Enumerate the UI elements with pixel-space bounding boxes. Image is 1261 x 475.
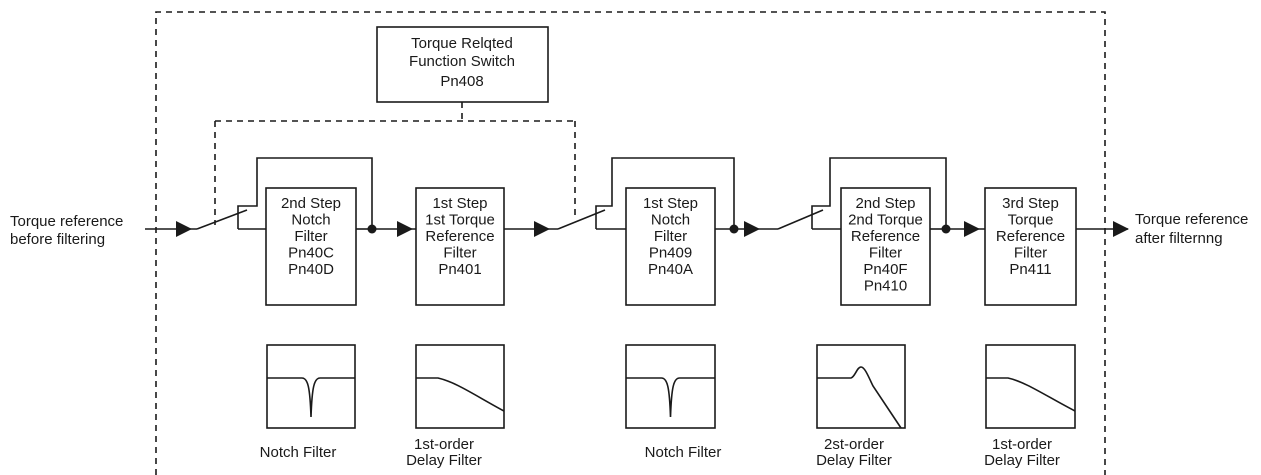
- caption-4-line-1: 2st-order: [824, 436, 884, 453]
- input-label-line-2: before filtering: [10, 231, 105, 248]
- filter-box-1: [265, 187, 357, 306]
- function-switch-line-1: Torque Relqted: [411, 35, 513, 52]
- junction-dot-3: [941, 224, 951, 234]
- response-plots: [266, 344, 1076, 429]
- filter-box-3-line-5: Pn40A: [648, 261, 693, 278]
- filter-box-5-line-5: Pn411: [1009, 261, 1051, 278]
- filter-box-1-line-2: Notch: [291, 212, 330, 229]
- filter-box-2-line-3: Reference: [425, 228, 494, 245]
- caption-5-line-1: 1st-order: [992, 436, 1052, 453]
- caption-2-line-2: Delay Filter: [406, 452, 482, 469]
- filter-box-4-line-4: Filter: [869, 245, 902, 262]
- caption-4-line-2: Delay Filter: [816, 452, 892, 469]
- filter-box-4-line-2: 2nd Torque: [848, 212, 923, 229]
- filter-box-3-line-3: Filter: [654, 228, 687, 245]
- function-switch-line-3: Pn408: [440, 73, 483, 90]
- function-switch-line-2: Function Switch: [409, 53, 515, 70]
- filter-box-1-line-5: Pn40D: [288, 261, 334, 278]
- caption-5-line-2: Delay Filter: [984, 452, 1060, 469]
- filter-box-1-line-3: Filter: [294, 228, 327, 245]
- filter-box-4-line-5: Pn40F: [863, 261, 907, 278]
- arrowheads: [176, 221, 1129, 237]
- filter-box-2: [415, 187, 505, 306]
- filter-box-5-line-4: Filter: [1014, 245, 1047, 262]
- filter-box-3-line-1: 1st Step: [643, 195, 698, 212]
- enclosure-border: [155, 11, 1106, 475]
- filter-box-3: [625, 187, 716, 306]
- response-curve-3: [626, 377, 715, 418]
- filter-box-5-line-1: 3rd Step: [1002, 195, 1059, 212]
- response-curve-5: [986, 377, 1076, 412]
- response-curve-4: [817, 366, 902, 429]
- filter-box-1-line-4: Pn40C: [288, 245, 334, 262]
- response-curve-2: [416, 377, 505, 412]
- switch-contacts: [237, 212, 813, 229]
- caption-1-line-1: Notch Filter: [260, 444, 337, 461]
- filter-box-5: [984, 187, 1077, 306]
- filter-box-4-line-3: Reference: [851, 228, 920, 245]
- filter-box-2-line-1: 1st Step: [432, 195, 487, 212]
- response-plot-4: [816, 344, 906, 429]
- junction-dot-1: [367, 224, 377, 234]
- filter-box-2-line-5: Pn401: [438, 261, 481, 278]
- output-label-line-2: after filternng: [1135, 230, 1223, 247]
- filter-box-4-line-6: Pn410: [864, 278, 907, 295]
- filter-box-4: [840, 187, 931, 306]
- caption-3-line-1: Notch Filter: [645, 444, 722, 461]
- junction-dot-2: [729, 224, 739, 234]
- filter-box-3-line-4: Pn409: [649, 245, 692, 262]
- filter-box-2-line-4: Filter: [443, 245, 476, 262]
- filter-box-3-line-2: Notch: [651, 212, 690, 229]
- filter-box-5-line-2: Torque: [1008, 212, 1054, 229]
- output-label-line-1: Torque reference: [1135, 211, 1248, 228]
- response-curve-1: [267, 377, 355, 418]
- caption-2-line-1: 1st-order: [414, 436, 474, 453]
- filter-box-4-line-1: 2nd Step: [855, 195, 915, 212]
- filter-box-2-line-2: 1st Torque: [425, 212, 495, 229]
- filter-box-1-line-1: 2nd Step: [281, 195, 341, 212]
- filter-box-5-line-3: Reference: [996, 228, 1065, 245]
- input-label-line-1: Torque reference: [10, 213, 123, 230]
- switch-control-line: [214, 102, 576, 225]
